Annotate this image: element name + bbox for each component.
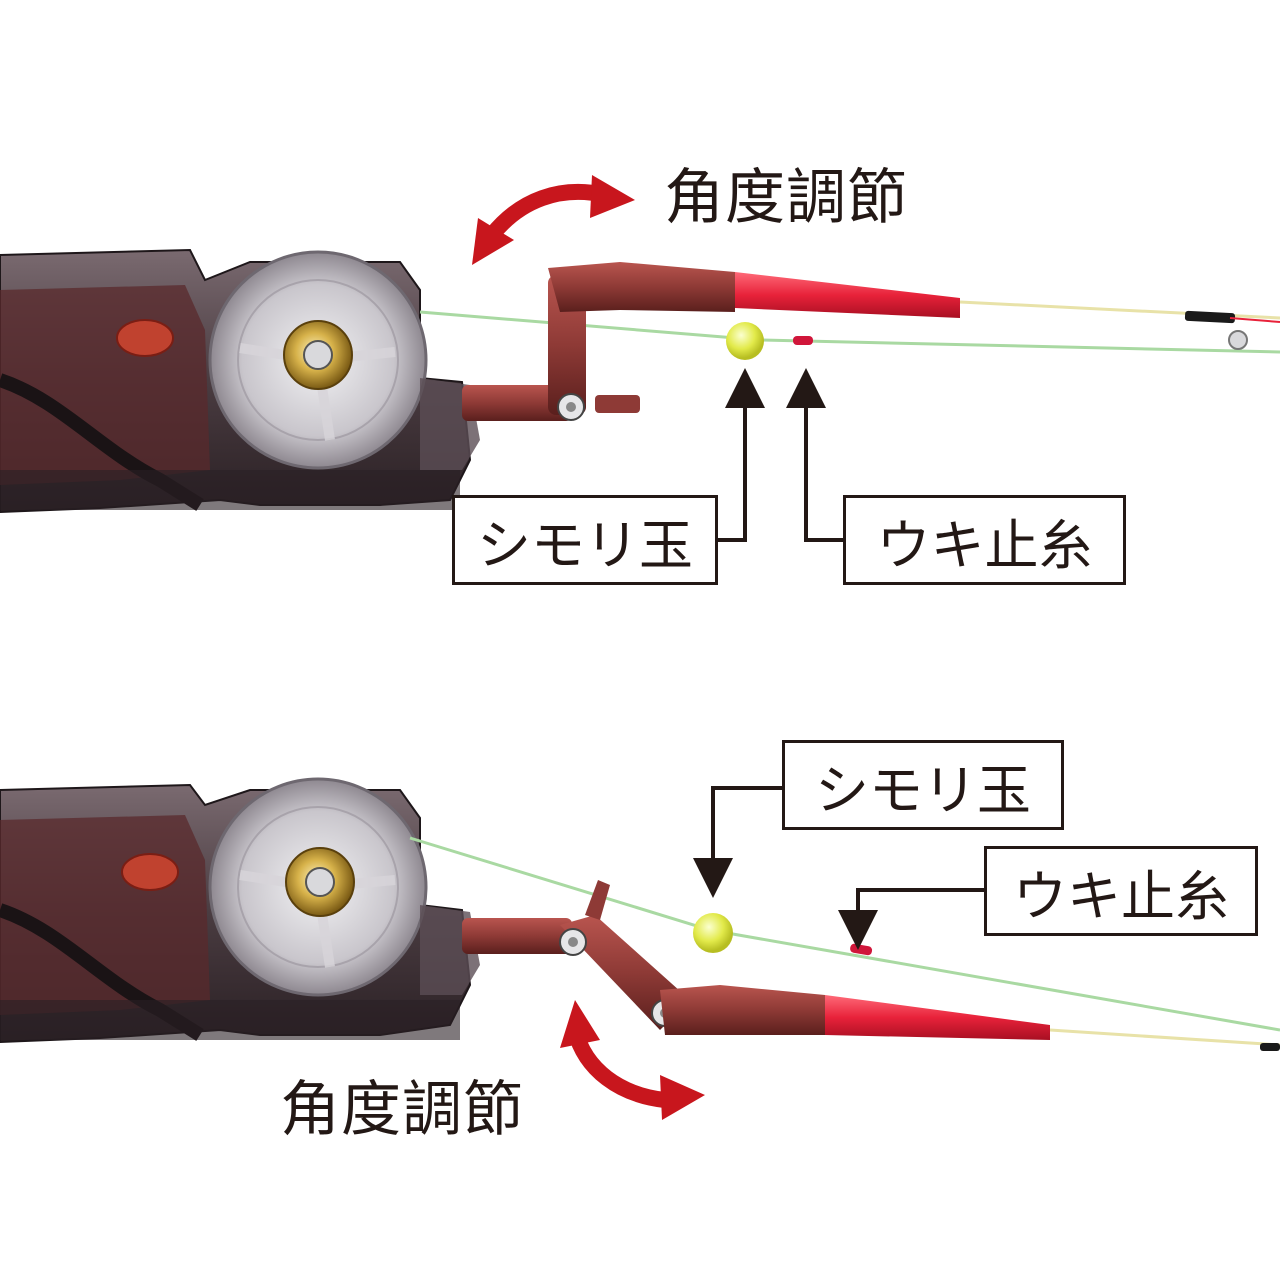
top-curved-double-arrow-icon [472, 175, 635, 265]
top-adjustable-arm [462, 262, 735, 421]
bottom-stopper-leader-arrow-icon [838, 888, 985, 950]
bottom-bead-label: シモリ玉 [782, 740, 1064, 830]
top-rod-tip [735, 272, 960, 318]
bottom-curved-double-arrow-icon [560, 1000, 705, 1120]
top-bead [726, 322, 764, 360]
top-bead-leader-arrow-icon [718, 368, 765, 542]
top-bead-label: シモリ玉 [452, 495, 718, 585]
bottom-adjustable-arm [462, 880, 825, 1035]
top-stopper-knot [793, 336, 813, 345]
top-angle-adjust-label: 角度調節 [664, 163, 908, 233]
bottom-bead-leader-arrow-icon [693, 786, 783, 898]
bottom-bead [693, 913, 733, 953]
top-stopper-label: ウキ止糸 [843, 495, 1126, 585]
top-device [0, 248, 480, 514]
bottom-release-button-icon [121, 853, 179, 891]
bottom-stopper-label: ウキ止糸 [984, 846, 1258, 936]
bottom-device [0, 777, 480, 1044]
bottom-angle-adjust-label: 角度調節 [280, 1075, 524, 1145]
release-button-icon [116, 319, 174, 357]
bottom-rod-tip [825, 995, 1050, 1040]
top-stopper-leader-arrow-icon [786, 368, 845, 542]
